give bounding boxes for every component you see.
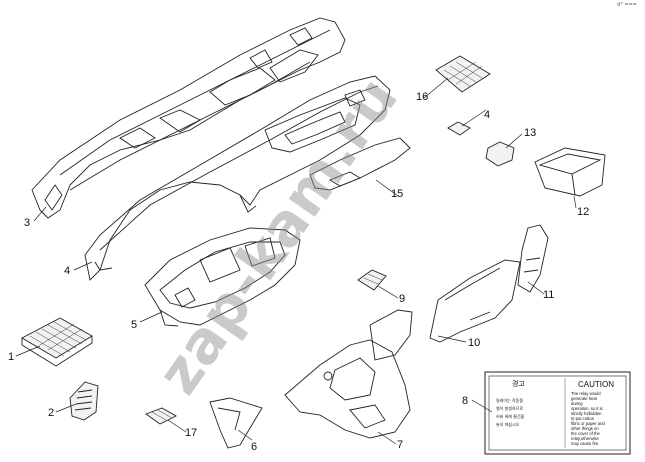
callout-3: 3 [24, 217, 30, 229]
watermark: zap-kam.ru [144, 65, 411, 406]
part-10-glove-box [429, 259, 521, 343]
callout-12: 12 [577, 206, 589, 218]
part-2-side-vent [69, 381, 99, 421]
label-line-1: generate heat [571, 396, 598, 401]
corner-mark: d° === [617, 2, 637, 8]
callout-11: 11 [543, 289, 554, 301]
part-17-grille [145, 407, 177, 425]
label-korean-line-3: 놓지 마십시오 [496, 421, 520, 427]
part-upper-trim [264, 97, 411, 191]
label-line-3: operation, so it is [571, 406, 603, 411]
callout-6: 6 [251, 441, 257, 453]
label-korean-line-2: 커버 위에 물건을 [496, 413, 525, 419]
callout-8: 8 [462, 395, 468, 407]
callout-10: 10 [468, 337, 480, 349]
callout-numbers: 1 2 3 4 4 5 6 7 8 9 10 11 12 13 15 16 17 [8, 91, 589, 453]
callout-1: 1 [8, 351, 14, 363]
part-12-storage-box [534, 147, 606, 197]
part-4-dash-shell [84, 75, 391, 281]
part-13-switch [485, 141, 515, 167]
callout-5: 5 [131, 319, 137, 331]
label-line-6: fibric or paper and [571, 421, 605, 426]
label-line-10: may cause fire. [571, 441, 599, 446]
callout-2: 2 [48, 407, 54, 419]
callout-4-right: 4 [484, 109, 490, 121]
part-16-grille [435, 55, 491, 93]
part-6-side-panel [209, 397, 263, 449]
part-5-cluster-frame [144, 227, 301, 327]
part-8-caution-label: 경고 CAUTION The relay would generate heat… [484, 371, 631, 455]
part-11-side-trim [517, 224, 549, 293]
callout-9: 9 [399, 293, 405, 305]
part-7-center-console [284, 309, 413, 439]
callout-13: 13 [524, 127, 536, 139]
label-line-4: strictly forbidden [571, 411, 602, 416]
callout-7: 7 [397, 439, 403, 451]
label-korean-line-1: 열이 발생하므로 [496, 405, 523, 411]
label-line-5: to put cotton [571, 416, 595, 421]
part-1-grille [21, 317, 93, 367]
part-3-dash-frame [31, 17, 346, 219]
callout-17: 17 [185, 427, 197, 439]
label-korean-lines: 릴레이는 작동중 열이 발생하므로 커버 위에 물건을 놓지 마십시오 [496, 397, 525, 427]
callout-16: 16 [416, 91, 428, 103]
part-9-grille [357, 269, 387, 291]
label-line-0: The relay would [571, 391, 601, 396]
label-korean-title: 경고 [512, 379, 525, 388]
leader-lines [15, 77, 577, 445]
label-line-7: other things on [571, 426, 599, 431]
callout-4-left: 4 [64, 265, 70, 277]
label-line-2: during [571, 401, 583, 406]
label-lines: The relay would generate heat during ope… [571, 391, 605, 446]
label-title: CAUTION [578, 380, 614, 389]
label-line-8: the cover of the [571, 431, 601, 436]
label-korean-line-0: 릴레이는 작동중 [496, 397, 523, 403]
label-line-9: relay,otherwise [571, 436, 600, 441]
part-small-bracket [447, 121, 471, 136]
callout-15: 15 [391, 188, 403, 200]
